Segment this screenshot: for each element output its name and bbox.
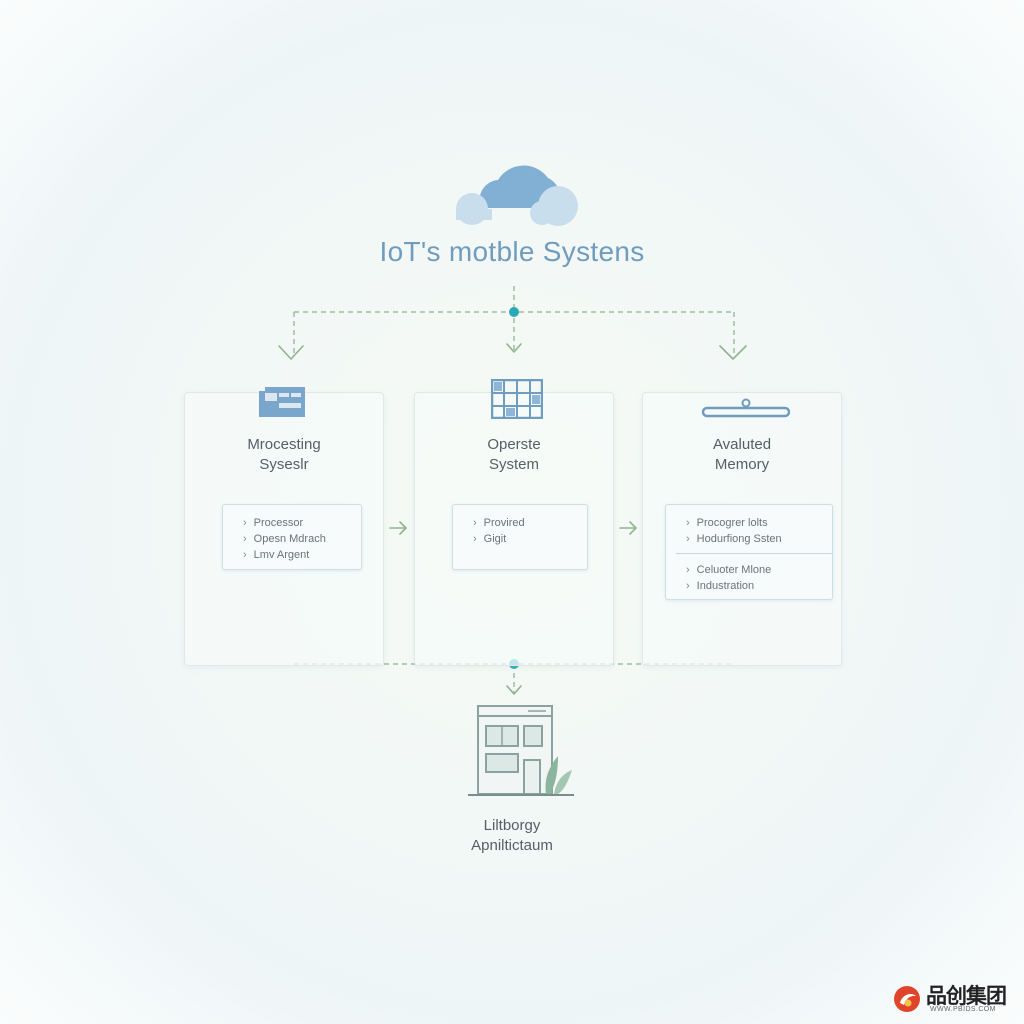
list-item: Celuoter Mlone — [686, 562, 822, 578]
diagram-title: IoT's motble Systens — [379, 236, 645, 267]
card-title: Mrocesting Syseslr — [247, 436, 321, 473]
card-operate-system: Operste System Provired Gigit — [414, 379, 614, 666]
list-item: Industration — [686, 578, 822, 594]
card-title: Avaluted Memory — [712, 436, 772, 473]
card-sublist: Provired Gigit — [452, 504, 588, 570]
list-item: Processor — [243, 515, 351, 531]
processor-panel-icon — [259, 387, 305, 417]
watermark-url: WWW.PBIDS.COM — [930, 1006, 996, 1013]
list-item: Procogrer lolts — [686, 515, 822, 531]
card-sublist: Processor Opesn Mdrach Lmv Argent — [222, 504, 362, 570]
card-sublist: Procogrer lolts Hodurfiong Ssten Celuote… — [665, 504, 833, 600]
watermark: 品创集团 WWW.PBIDS.COM — [890, 980, 1020, 1020]
bottom-node-label: Liltborgy Apniltictaum — [471, 817, 553, 854]
list-item: Gigit — [473, 531, 577, 547]
list-item: Lmv Argent — [243, 547, 351, 563]
card-processing-systems: Mrocesting Syseslr Processor Opesn Mdrac… — [184, 387, 384, 666]
cloud-icon — [456, 165, 578, 226]
divider — [676, 553, 832, 554]
list-item: Hodurfiong Ssten — [686, 531, 822, 547]
building-icon — [468, 705, 574, 796]
watermark-text: 品创集团 — [926, 985, 1007, 1008]
window-grid-icon — [491, 379, 543, 419]
list-item: Opesn Mdrach — [243, 531, 351, 547]
card-title: Operste System — [487, 436, 541, 473]
list-item: Provired — [473, 515, 577, 531]
watermark-logo-icon — [894, 986, 920, 1012]
card-evaluated-memory: Avaluted Memory Procogrer lolts Hodurfio… — [642, 392, 842, 666]
memory-bar-icon — [701, 398, 791, 418]
